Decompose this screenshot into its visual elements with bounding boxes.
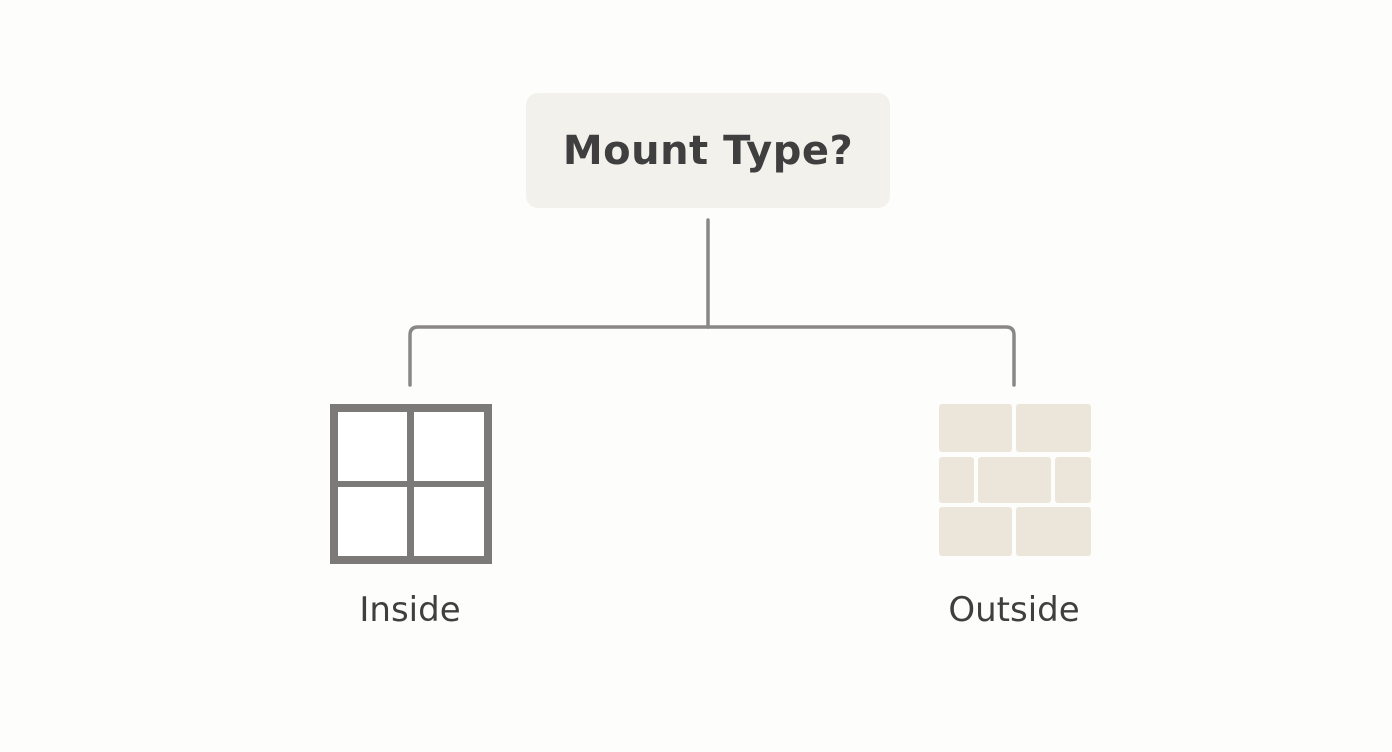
window-frame-icon (330, 404, 492, 564)
question-node: Mount Type? (526, 93, 890, 208)
option-label-inside: Inside (359, 590, 461, 630)
connector-branch-outside (706, 325, 1016, 387)
connector-branch-inside (408, 325, 710, 387)
brick-wall-icon (939, 404, 1091, 556)
option-label-outside: Outside (948, 590, 1080, 630)
question-text: Mount Type? (562, 127, 854, 174)
